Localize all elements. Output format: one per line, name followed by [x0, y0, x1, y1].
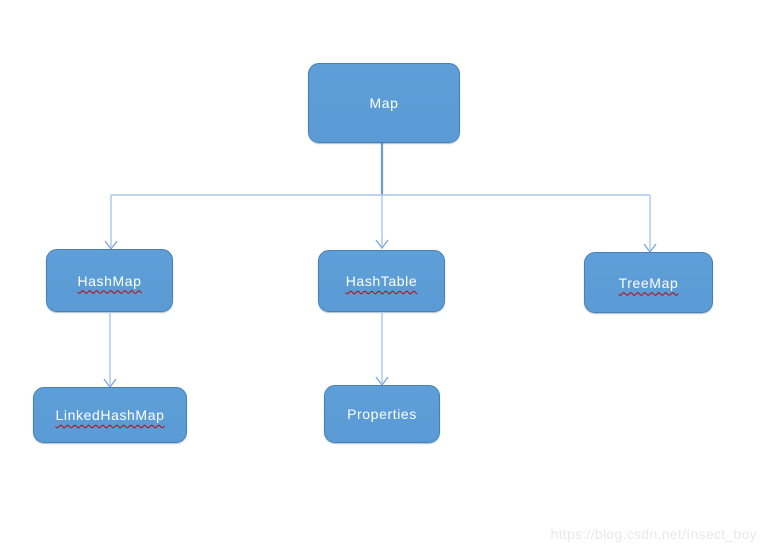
- node-hashmap: HashMap: [46, 249, 173, 312]
- node-linkedhashmap: LinkedHashMap: [33, 387, 187, 443]
- arrowhead-hashtable: [375, 239, 389, 250]
- node-linkedhashmap-label: LinkedHashMap: [55, 407, 165, 423]
- node-treemap-label: TreeMap: [618, 274, 679, 291]
- node-hashtable-label: HashTable: [345, 273, 418, 289]
- node-map: Map: [308, 63, 460, 143]
- node-properties-label: Properties: [347, 406, 417, 422]
- node-hashmap-label: HashMap: [77, 272, 142, 289]
- node-map-label: Map: [369, 95, 399, 111]
- arrowhead-hashmap: [104, 240, 118, 251]
- node-treemap: TreeMap: [584, 252, 713, 313]
- arrowhead-properties: [375, 376, 389, 387]
- node-hashtable: HashTable: [318, 250, 445, 312]
- watermark-url: https://blog.csdn.net/Insect_boy: [550, 526, 757, 542]
- node-properties: Properties: [324, 385, 440, 443]
- arrowhead-linkedhashmap: [103, 378, 117, 389]
- arrowhead-treemap: [643, 243, 657, 254]
